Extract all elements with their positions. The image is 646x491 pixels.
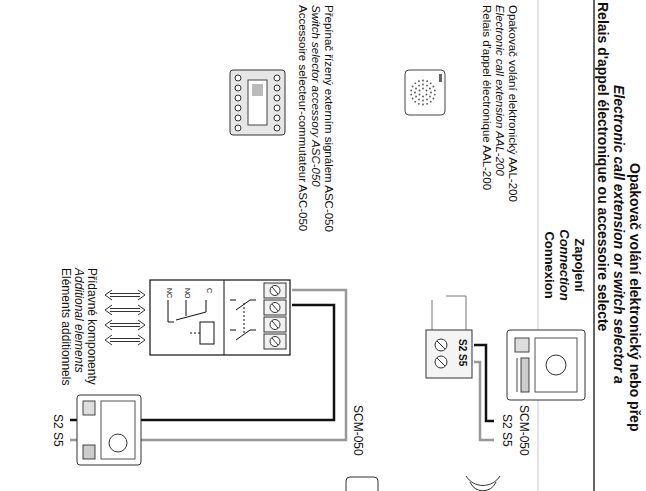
terminal-name: S2 S5 <box>51 414 64 447</box>
part-name: Opakovač volání elektronický AAL-200 <box>506 5 519 202</box>
header-rule <box>593 0 594 491</box>
row-rule <box>538 0 539 491</box>
aal-200-device <box>405 70 445 115</box>
heading: Electronic call extension or switch sele… <box>611 85 626 384</box>
heading: Relais d'appel électronique ou accessoir… <box>595 2 610 331</box>
part-name: Eléments additionnels <box>59 268 72 385</box>
scm-050-board <box>507 330 585 400</box>
asc-050-device <box>230 70 285 135</box>
part-name: Relais d'appel électronique AAL-200 <box>480 5 493 190</box>
part-name: Accessoire selecteur-commutateur ASC-050 <box>296 5 309 231</box>
part-name: Additional elements <box>72 268 85 373</box>
terminal-name: S2 S5 <box>500 414 513 447</box>
part-name: Přepínač řízený externím signálem ASC-05… <box>322 5 335 232</box>
part-name: Electronic call extension AAL-200 <box>493 5 506 176</box>
contact-name: C <box>205 288 213 293</box>
heading: Opakovač volání elektronický nebo přep <box>627 163 642 431</box>
switch-relay-block <box>150 280 290 355</box>
part-name: Switch selector accessory ASC-050 <box>309 5 322 187</box>
column-heading: Connexion <box>542 231 556 298</box>
black-wire <box>474 345 494 421</box>
column-heading: Zapojení <box>572 238 586 291</box>
grey-wire <box>474 362 494 440</box>
next-column-fragment <box>346 476 500 491</box>
terminal-name: S2 S5 <box>457 339 468 366</box>
part-name: SCM-050 <box>517 405 530 456</box>
contact-name: NO <box>183 288 191 299</box>
aal-terminal-block <box>426 296 472 378</box>
part-name: Přídavné komponenty <box>85 268 98 385</box>
scm-050-board <box>77 395 141 465</box>
column-heading: Connection <box>557 229 571 301</box>
double-arrows <box>105 290 145 345</box>
contact-name: NC <box>165 288 173 298</box>
part-name: SCM-050 <box>351 405 364 456</box>
